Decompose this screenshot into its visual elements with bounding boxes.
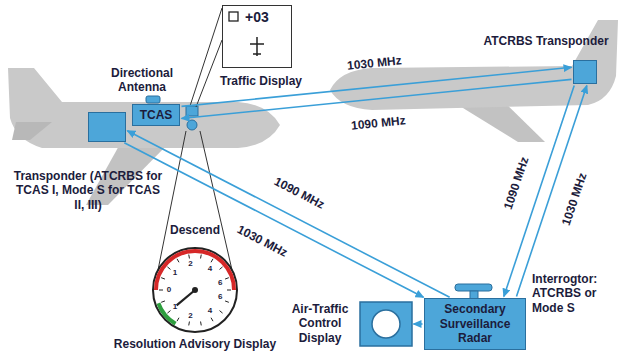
dial-tick bbox=[211, 318, 213, 321]
dial-number: 4 bbox=[208, 307, 212, 315]
display-unit bbox=[187, 120, 197, 130]
dial-tick bbox=[225, 301, 229, 302]
tcas-box: TCAS bbox=[132, 104, 180, 126]
frequency-label: 1090 MHz bbox=[351, 113, 407, 133]
display-caption: Air-Traffic Control Display bbox=[284, 302, 356, 345]
dial-ticks bbox=[159, 255, 231, 326]
dial-tick bbox=[159, 290, 163, 291]
dial-tick bbox=[211, 259, 213, 262]
part-label: Directional Antenna bbox=[102, 66, 182, 95]
dial-tick bbox=[200, 322, 202, 326]
dial-tick bbox=[167, 311, 170, 314]
dial-tick bbox=[200, 255, 202, 259]
dial-number: 4 bbox=[208, 265, 212, 273]
dial-number: 0 bbox=[167, 286, 171, 294]
frequency-label: 1090 MHz bbox=[272, 174, 327, 212]
frequency-label: 1030 MHz bbox=[346, 53, 402, 73]
traffic-symbol bbox=[229, 12, 238, 21]
antenna bbox=[146, 96, 160, 103]
radar-box: Secondary Surveillance Radar bbox=[424, 298, 526, 350]
signal-arrow bbox=[124, 143, 423, 298]
atc-screen bbox=[372, 310, 400, 338]
frequency-label: 1030 MHz bbox=[559, 171, 590, 227]
dial-tick bbox=[161, 301, 165, 302]
display-caption: Traffic Display bbox=[213, 74, 309, 88]
dial-needle bbox=[177, 290, 195, 305]
box-label: TCAS bbox=[140, 108, 173, 122]
dial-tick bbox=[220, 267, 223, 270]
dial-number: 6 bbox=[218, 279, 222, 287]
transponder-box: Transponder (ATCRBS for TCAS I, Mode S f… bbox=[88, 112, 126, 142]
dial-number: 2 bbox=[188, 260, 192, 268]
leader-line bbox=[190, 8, 222, 107]
part-label: Interrogtor: ATCRBS or Mode S bbox=[532, 272, 602, 315]
own-aircraft-symbol bbox=[250, 37, 264, 56]
atc-display-box bbox=[360, 302, 412, 346]
transponder-box: ATCRBS Transponder bbox=[573, 60, 597, 84]
dial-tick bbox=[227, 290, 231, 291]
frequency-label: 1030 MHz bbox=[235, 223, 290, 261]
aircraft-silhouette bbox=[330, 20, 618, 110]
atc-display: Air-Traffic Control Display bbox=[360, 302, 412, 346]
dial-number: 1 bbox=[173, 269, 177, 277]
dial-tick bbox=[161, 278, 165, 279]
traffic-display-screen bbox=[222, 5, 292, 68]
red-arc bbox=[156, 251, 234, 290]
resolution-advisory-dial: DescendResolution Advisory Display bbox=[153, 248, 237, 332]
dial-tick bbox=[177, 259, 179, 262]
dial-tick bbox=[188, 255, 190, 259]
dial-hub bbox=[192, 287, 198, 293]
box-label: Secondary Surveillance Radar bbox=[425, 302, 525, 345]
dial-number: 6 bbox=[218, 293, 222, 301]
traffic-readout: +03 bbox=[245, 9, 289, 26]
dial-tick bbox=[167, 267, 170, 270]
dial-face bbox=[153, 248, 237, 332]
display-caption: Resolution Advisory Display bbox=[95, 337, 295, 351]
signal-arrow bbox=[414, 323, 423, 325]
dial-number: 2 bbox=[188, 312, 192, 320]
dial-tick bbox=[177, 318, 179, 321]
radar-antenna bbox=[455, 284, 492, 291]
advisory-word: Descend bbox=[150, 223, 240, 237]
aircraft-stabilizer bbox=[12, 122, 52, 140]
box-heading: ATCRBS Transponder bbox=[471, 34, 621, 48]
dial-number: 1 bbox=[173, 303, 177, 311]
display-unit bbox=[186, 106, 198, 116]
signal-arrow bbox=[181, 67, 571, 106]
traffic-display: +03Traffic Display bbox=[222, 5, 292, 68]
box-caption: Transponder (ATCRBS for TCAS I, Mode S f… bbox=[13, 169, 163, 212]
dial-tick bbox=[220, 311, 223, 314]
frequency-label: 1090 MHz bbox=[501, 155, 532, 211]
signal-arrow bbox=[127, 131, 449, 298]
dial-tick bbox=[188, 322, 190, 326]
dial-tick bbox=[225, 278, 229, 279]
